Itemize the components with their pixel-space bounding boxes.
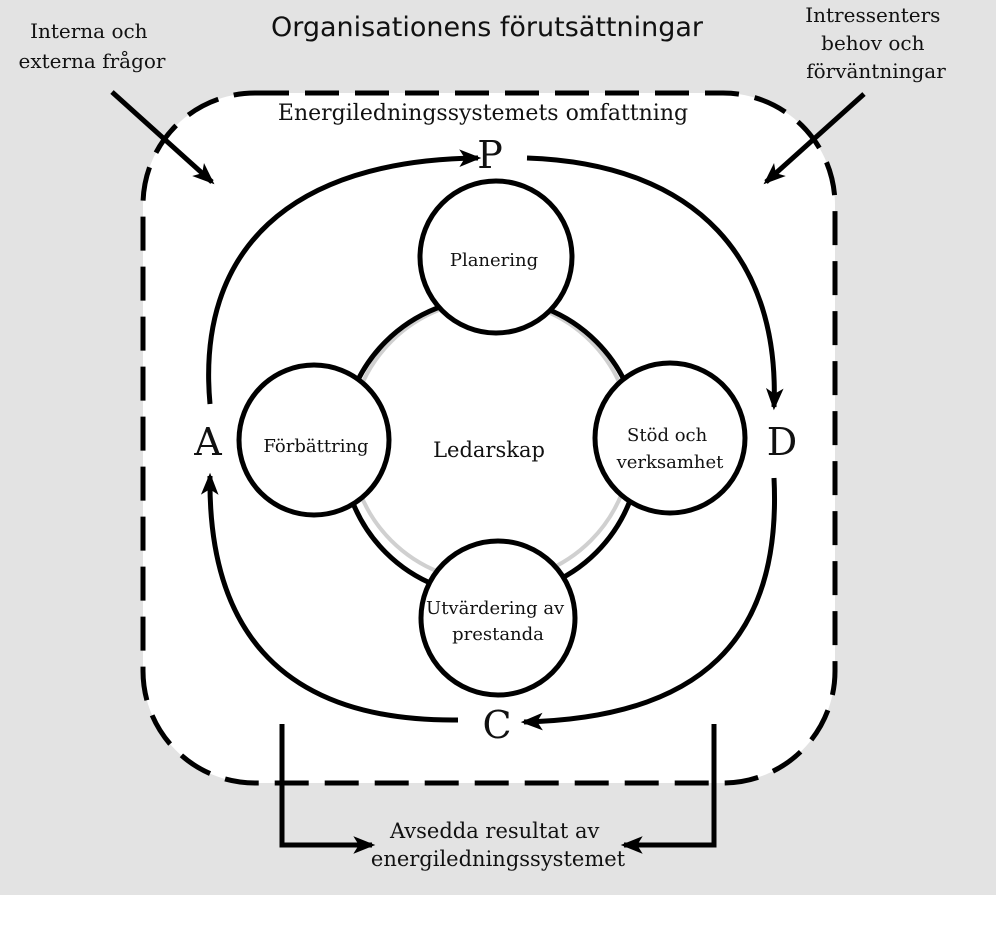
right-note-line-1: Intressenters	[805, 3, 940, 27]
letter-a: A	[193, 420, 222, 464]
left-note: Interna och externa frågor	[18, 19, 165, 73]
arrow-a-to-p	[206, 149, 482, 405]
arrow-p-to-d	[526, 155, 784, 411]
outcome-connector-right	[620, 724, 717, 854]
scope-boundary	[140, 90, 838, 786]
top-label: Planering	[450, 250, 538, 271]
letter-c: C	[482, 703, 511, 747]
right-note-line-3: förväntningar	[806, 59, 946, 83]
scope-label: Energiledningssystemets omfattning	[278, 101, 688, 126]
right-note: Intressenters behov och förväntningar	[805, 3, 947, 83]
center-label: Ledarskap	[433, 438, 545, 462]
bottom-label-line-2: prestanda	[452, 624, 544, 645]
letter-p: P	[477, 133, 503, 177]
circle-right	[592, 360, 748, 516]
right-note-line-2: behov och	[821, 31, 924, 55]
right-label-line-2: verksamhet	[616, 452, 725, 473]
internal-issues-arrow	[110, 90, 215, 185]
circle-bottom	[418, 538, 578, 698]
right-label-line-1: Stöd och	[627, 425, 708, 446]
letter-d: D	[767, 420, 797, 464]
left-note-line-2: externa frågor	[18, 49, 165, 73]
circle-left	[236, 362, 392, 518]
outcome-connector-left	[279, 724, 376, 854]
outcome-label-line-1: Avsedda resultat av	[389, 819, 600, 843]
arrow-d-to-c	[520, 477, 778, 731]
left-note-line-1: Interna och	[30, 19, 148, 43]
arrow-c-to-a	[200, 472, 459, 723]
left-label: Förbättring	[263, 436, 368, 457]
title-text: Organisationens förutsättningar	[271, 12, 704, 43]
outcome-label-line-2: energiledningssystemet	[371, 847, 626, 871]
outcome-label: Avsedda resultat av energiledningssystem…	[371, 819, 626, 871]
bottom-label-line-1: Utvärdering av	[426, 598, 565, 619]
circle-top	[417, 178, 575, 336]
stakeholder-needs-arrow	[763, 92, 866, 185]
right-label: Stöd och verksamhet	[616, 425, 725, 473]
bottom-label: Utvärdering av prestanda	[426, 598, 570, 645]
